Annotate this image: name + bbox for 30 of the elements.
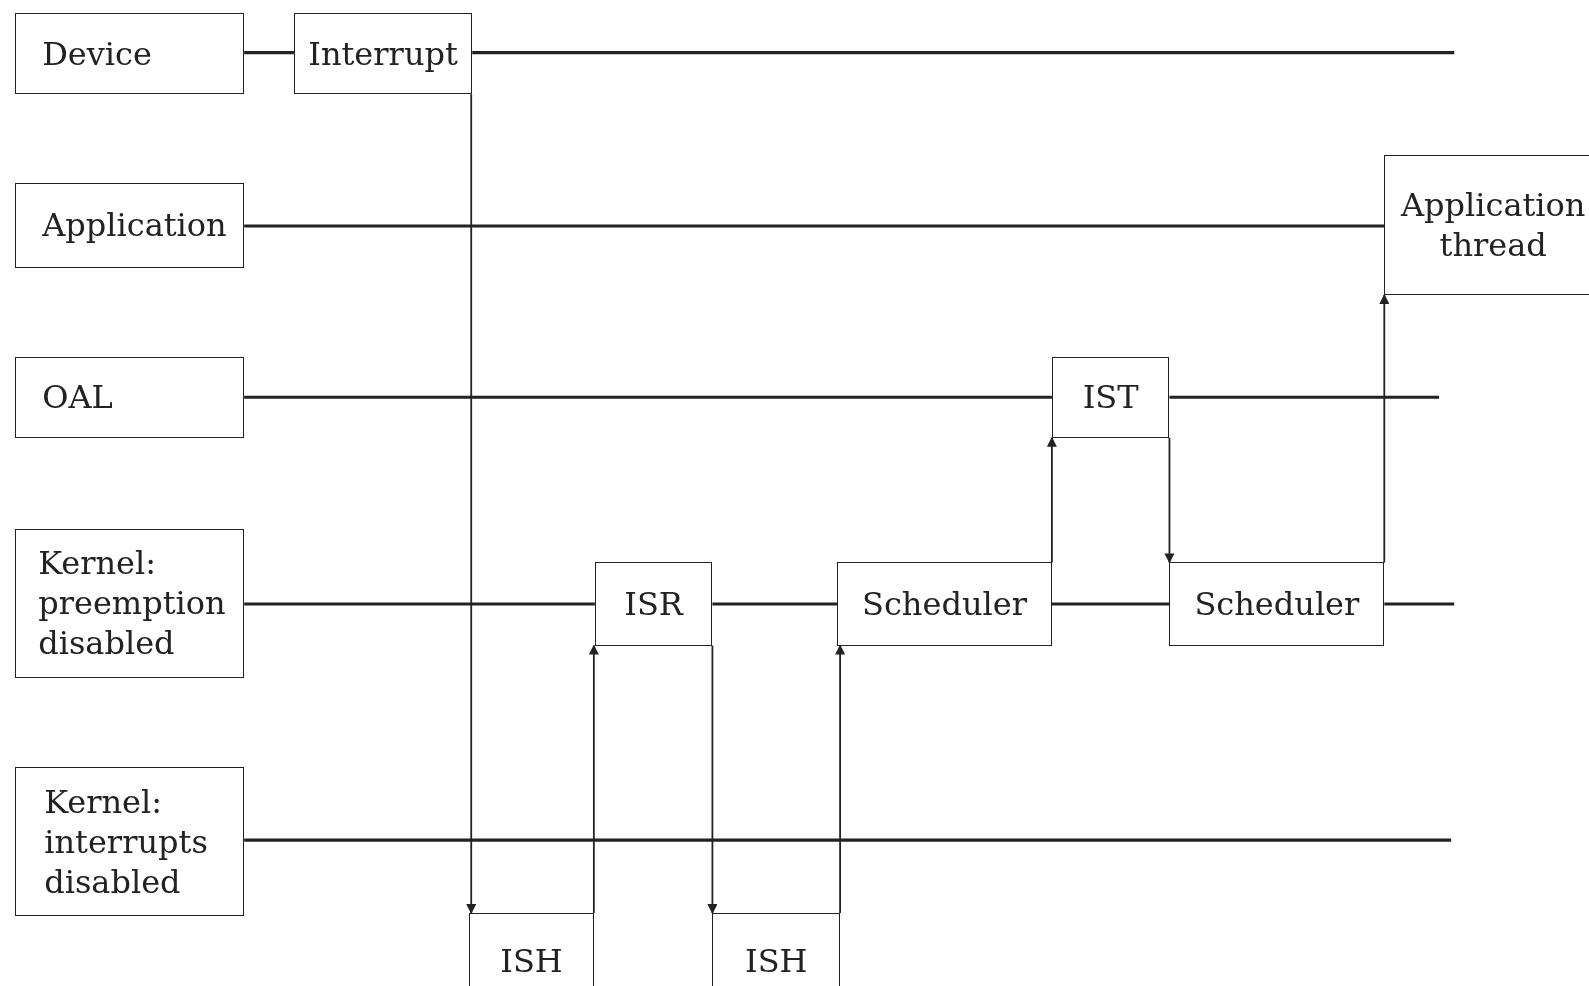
process-box: Scheduler bbox=[837, 562, 1052, 646]
lane-label-box: Kernel: interrupts disabled bbox=[15, 767, 245, 917]
process-box: ISH bbox=[712, 913, 841, 986]
lane-label-box: Application bbox=[15, 183, 245, 268]
timeline bbox=[1169, 395, 1439, 399]
arrow bbox=[588, 644, 599, 914]
process-box: Application thread bbox=[1384, 155, 1589, 295]
timeline bbox=[1384, 602, 1455, 606]
process-box: IST bbox=[1051, 356, 1170, 438]
lane-label-box: Kernel: preemption disabled bbox=[15, 529, 245, 678]
timeline bbox=[244, 838, 1452, 842]
process-box: ISH bbox=[469, 913, 594, 986]
arrow bbox=[707, 644, 718, 915]
timeline bbox=[244, 602, 595, 606]
timeline bbox=[244, 51, 294, 55]
arrow bbox=[1379, 293, 1390, 564]
timeline bbox=[244, 224, 1385, 228]
process-box: Interrupt bbox=[293, 13, 473, 95]
process-box: Scheduler bbox=[1169, 562, 1385, 646]
lane-label-box: Device bbox=[15, 13, 245, 95]
timeline bbox=[1051, 602, 1170, 606]
timeline bbox=[472, 51, 1455, 55]
arrow bbox=[1164, 436, 1175, 564]
timeline bbox=[712, 602, 838, 606]
arrow bbox=[466, 93, 477, 915]
process-box: ISR bbox=[594, 562, 713, 646]
timeline bbox=[244, 395, 1052, 399]
arrow bbox=[835, 644, 846, 914]
lane-label-box: OAL bbox=[15, 356, 245, 438]
arrow bbox=[1046, 436, 1057, 564]
